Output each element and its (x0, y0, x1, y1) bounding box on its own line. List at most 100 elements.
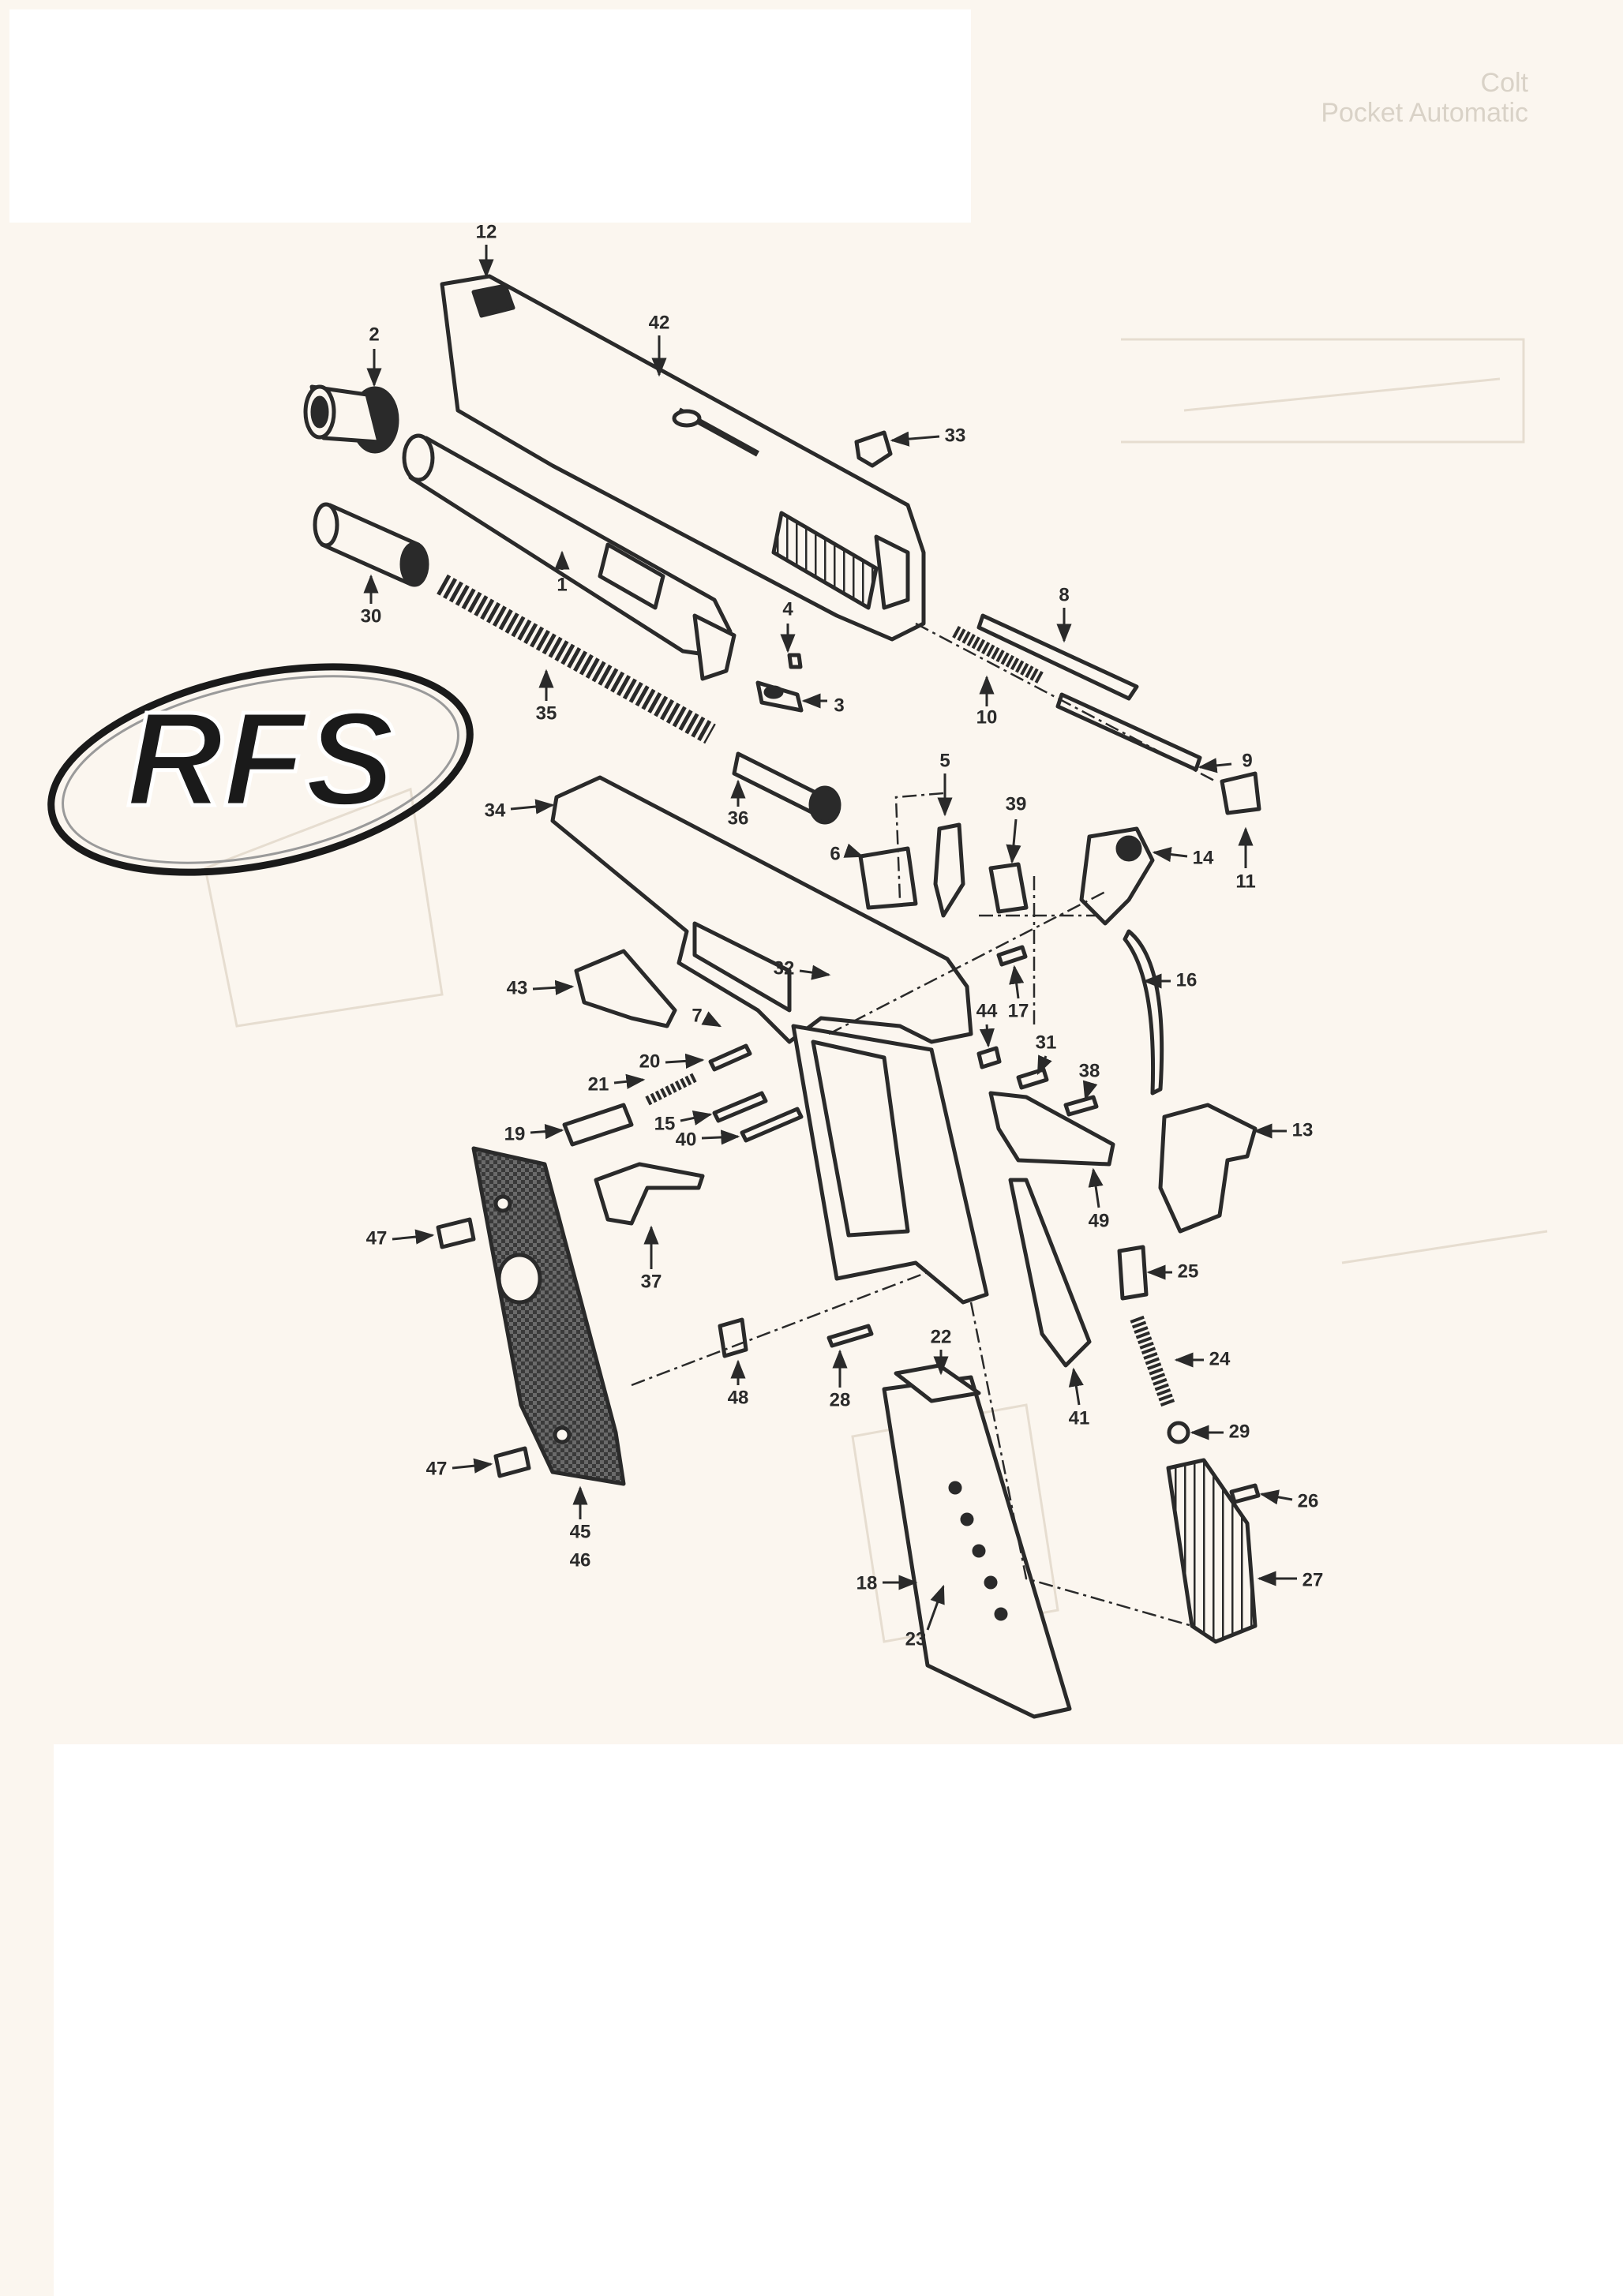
part-number-label: 49 (1089, 1210, 1110, 1231)
mainspring-drawing (1130, 1315, 1175, 1408)
part-number-label: 1 (557, 574, 567, 595)
part-number-label: 20 (639, 1051, 661, 1072)
part-number-label: 40 (676, 1129, 697, 1150)
part-number-label: 31 (1036, 1032, 1057, 1053)
part-number-label: 7 (692, 1005, 702, 1026)
part-number-label: 17 (1008, 1000, 1029, 1021)
grip-screw-top-drawing (436, 1217, 476, 1249)
leader-arrow (843, 843, 864, 858)
pin-38-drawing (1063, 1095, 1099, 1117)
spring-guide-drawing (732, 751, 841, 825)
plunger-spring-drawing (645, 1073, 697, 1106)
trigger-drawing (988, 1091, 1115, 1167)
leader-arrow (510, 799, 555, 815)
faded-model: Pocket Automatic (1321, 98, 1528, 128)
leader-arrow (1068, 1367, 1084, 1406)
slide-stop-drawing (574, 949, 677, 1028)
spring-plug-drawing (313, 502, 429, 587)
disconnector-drawing (858, 846, 918, 910)
leader-arrow (799, 964, 831, 980)
mainspring-housing-drawing (1166, 1458, 1258, 1644)
part-number-label: 37 (641, 1271, 662, 1292)
part-number-label: 32 (774, 957, 795, 979)
pin-40-drawing (740, 1107, 804, 1143)
pin-17-drawing (996, 945, 1028, 967)
leader-arrow (680, 1111, 713, 1126)
top-mask (9, 9, 971, 223)
leader-arrow (452, 1458, 493, 1474)
part-number-label: 10 (976, 706, 998, 728)
part-number-label: 23 (905, 1628, 927, 1650)
part-number-label: 46 (570, 1549, 591, 1571)
slide-drawing (440, 274, 926, 642)
rear-sight-drawing (854, 430, 893, 468)
faded-title: Colt Pocket Automatic (1321, 68, 1528, 128)
part-number-label: 18 (856, 1572, 878, 1594)
leader-arrow (890, 431, 940, 447)
part-number-label: 21 (588, 1073, 609, 1095)
leader-arrow (392, 1229, 435, 1245)
firing-pin-drawing (976, 613, 1139, 701)
leaf-spring-drawing (1008, 1178, 1092, 1368)
part-number-label: 13 (1292, 1119, 1314, 1141)
leader-arrow (665, 1053, 705, 1069)
leader-arrow (530, 1124, 564, 1140)
part-number-label: 15 (654, 1113, 676, 1134)
leader-arrow (1152, 847, 1188, 863)
firing-pin-stop-drawing (1220, 771, 1261, 815)
part-number-label: 25 (1178, 1260, 1199, 1282)
part-number-label: 44 (976, 1000, 998, 1021)
leader-arrow (532, 979, 575, 995)
leader-arrow (1036, 1054, 1052, 1076)
grip-bushing-drawing (718, 1317, 748, 1358)
leader-arrow (1082, 1080, 1098, 1101)
faded-maker: Colt (1480, 68, 1528, 98)
leader-arrow (1088, 1167, 1104, 1208)
part-number-label: 22 (931, 1326, 952, 1347)
rfs-logo: RFS (47, 663, 474, 876)
part-number-label: 6 (830, 843, 840, 864)
part-number-label: 8 (1059, 584, 1069, 605)
pin-44-drawing (976, 1046, 1002, 1069)
part-number-label: 42 (649, 312, 670, 333)
plunger-drawing (562, 1103, 634, 1147)
part-number-label: 34 (485, 800, 506, 821)
barrel-drawing (402, 433, 737, 681)
grip-safety-drawing (1158, 1103, 1258, 1234)
rfs-logo-text: RFS (126, 684, 395, 834)
part-number-label: 14 (1193, 847, 1214, 868)
leader-arrow (701, 1129, 740, 1145)
part-number-label: 35 (536, 702, 557, 724)
part-number-label: 30 (361, 605, 382, 627)
part-number-label: 11 (1235, 871, 1255, 892)
part-number-label: 47 (366, 1227, 388, 1249)
part-number-label: 33 (945, 425, 966, 446)
safety-drawing (594, 1162, 705, 1226)
part-number-label: 48 (728, 1387, 749, 1408)
leader-arrow (1006, 818, 1021, 864)
leader-arrow (1009, 964, 1025, 999)
leader-arrow (1198, 758, 1232, 773)
pin-15-drawing (712, 1091, 768, 1123)
part-number-label: 27 (1303, 1569, 1324, 1590)
part-number-label: 24 (1209, 1348, 1231, 1369)
part-number-label: 28 (830, 1389, 851, 1410)
sear-drawing (933, 822, 965, 918)
part-number-label: 39 (1006, 793, 1027, 815)
leader-arrow (979, 1024, 995, 1048)
part-number-label: 38 (1079, 1060, 1100, 1081)
part-number-label: 45 (570, 1521, 591, 1542)
leader-arrow (926, 1584, 945, 1631)
part-number-label: 3 (834, 695, 844, 716)
pin-20-drawing (708, 1043, 752, 1072)
leader-arrow (701, 1011, 722, 1028)
part-number-label: 36 (728, 807, 749, 829)
recoil-spring-drawing (437, 574, 716, 744)
grip-screw-bottom-drawing (493, 1446, 531, 1478)
extractor-drawing (1055, 692, 1202, 772)
frame-drawing (550, 775, 989, 1305)
pin-26-drawing (1229, 1483, 1261, 1504)
hammer-drawing (1079, 826, 1155, 926)
